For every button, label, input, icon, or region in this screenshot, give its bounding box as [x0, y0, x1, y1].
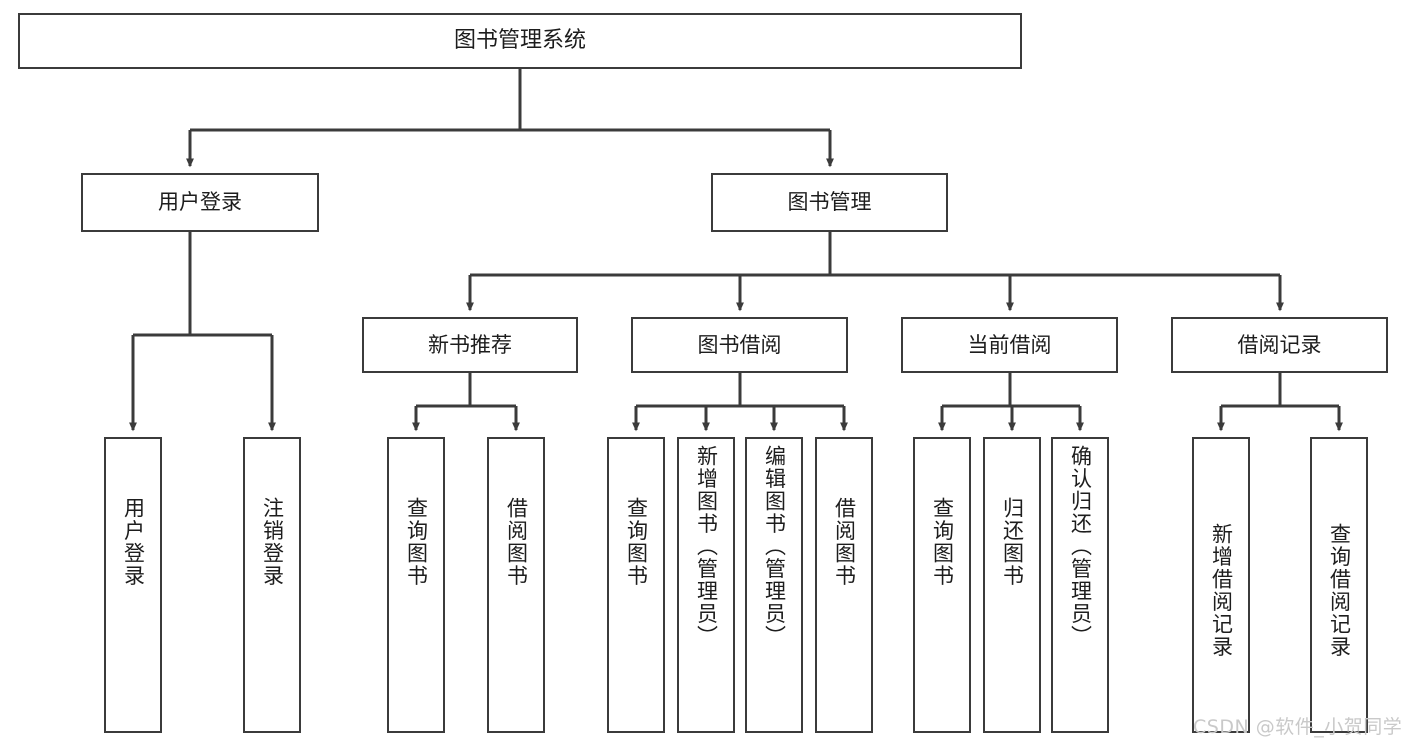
node-leaf-add-book-label: 新增图书（管理员）	[694, 445, 719, 648]
node-leaf-borrow-book-label: 借阅图书	[832, 497, 857, 587]
node-leaf-add-book[interactable]: 新增图书（管理员）	[677, 437, 735, 733]
node-leaf-borrow-book-rec[interactable]: 借阅图书	[487, 437, 545, 733]
node-book-borrow-label: 图书借阅	[697, 332, 782, 357]
node-user-login[interactable]: 用户登录	[81, 173, 319, 232]
node-new-book-rec-label: 新书推荐	[428, 332, 512, 357]
node-new-book-rec[interactable]: 新书推荐	[362, 317, 578, 373]
node-leaf-query-book[interactable]: 查询图书	[607, 437, 665, 733]
node-leaf-return-book-label: 归还图书	[1000, 497, 1025, 587]
node-leaf-query-book-cur-label: 查询图书	[930, 497, 955, 587]
node-leaf-query-record[interactable]: 查询借阅记录	[1310, 437, 1368, 733]
node-book-manage[interactable]: 图书管理	[711, 173, 948, 232]
node-leaf-logout-label: 注销登录	[260, 497, 285, 587]
node-root-label: 图书管理系统	[453, 28, 586, 54]
node-leaf-add-record-label: 新增借阅记录	[1209, 523, 1234, 658]
node-leaf-confirm-return[interactable]: 确认归还（管理员）	[1051, 437, 1109, 733]
node-leaf-query-book-cur[interactable]: 查询图书	[913, 437, 971, 733]
node-user-login-label: 用户登录	[158, 190, 242, 215]
node-leaf-edit-book-label: 编辑图书（管理员）	[762, 445, 787, 648]
node-book-manage-label: 图书管理	[787, 190, 872, 215]
node-leaf-borrow-book-rec-label: 借阅图书	[504, 497, 529, 587]
node-leaf-edit-book[interactable]: 编辑图书（管理员）	[745, 437, 803, 733]
node-leaf-confirm-return-label: 确认归还（管理员）	[1068, 445, 1093, 648]
node-borrow-record[interactable]: 借阅记录	[1171, 317, 1388, 373]
node-borrow-record-label: 借阅记录	[1237, 332, 1322, 357]
node-leaf-query-book-label: 查询图书	[624, 497, 649, 587]
csdn-watermark: CSDN @软件_小贺同学	[1193, 716, 1403, 738]
node-current-borrow-label: 当前借阅	[967, 332, 1052, 357]
node-leaf-user-login[interactable]: 用户登录	[104, 437, 162, 733]
node-leaf-query-record-label: 查询借阅记录	[1327, 523, 1352, 658]
node-root[interactable]: 图书管理系统	[18, 13, 1022, 69]
node-leaf-query-book-rec-label: 查询图书	[404, 497, 429, 587]
node-leaf-user-login-label: 用户登录	[121, 497, 146, 587]
node-current-borrow[interactable]: 当前借阅	[901, 317, 1118, 373]
node-book-borrow[interactable]: 图书借阅	[631, 317, 848, 373]
node-leaf-logout[interactable]: 注销登录	[243, 437, 301, 733]
node-leaf-query-book-rec[interactable]: 查询图书	[387, 437, 445, 733]
node-leaf-return-book[interactable]: 归还图书	[983, 437, 1041, 733]
node-leaf-add-record[interactable]: 新增借阅记录	[1192, 437, 1250, 733]
node-leaf-borrow-book[interactable]: 借阅图书	[815, 437, 873, 733]
